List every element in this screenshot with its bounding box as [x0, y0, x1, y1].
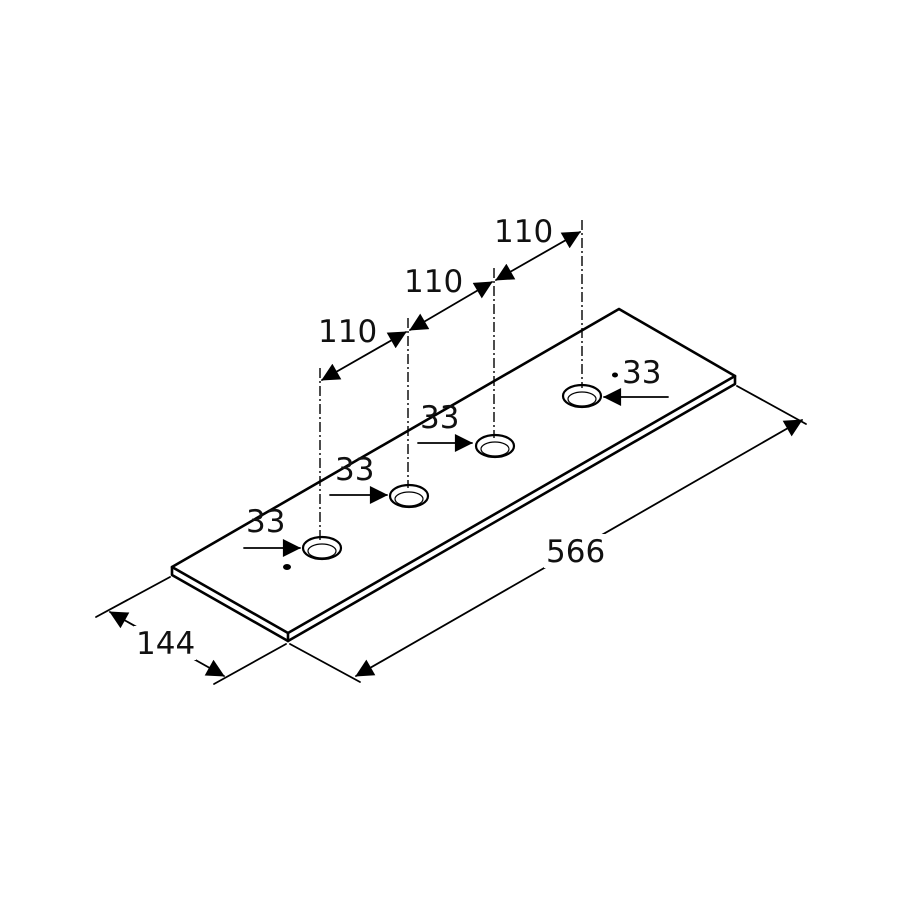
plate [170, 307, 737, 643]
width-ext-left [95, 576, 171, 618]
diameter-4-label: 33 [622, 355, 661, 391]
length-ext-right [736, 385, 807, 425]
spacing-1-dim-line [321, 331, 407, 381]
spacing-3-label: 110 [494, 214, 553, 250]
diameter-2-label: 33 [335, 452, 374, 488]
length-label: 566 [546, 534, 605, 570]
spacing-2-label: 110 [404, 264, 463, 300]
length-ext-left [289, 643, 361, 683]
hole-2 [388, 483, 430, 509]
diameter-1-label: 33 [246, 504, 285, 540]
length-dimension: 566 [289, 385, 807, 683]
diameter-3-label: 33 [420, 400, 459, 436]
spacing-2-dim-line [409, 281, 493, 331]
hole-1 [301, 535, 343, 561]
spacing-1-label: 110 [318, 314, 377, 350]
width-dimension: 144 [95, 576, 287, 685]
spacing-dimensions: 110 110 110 [318, 214, 581, 381]
hole-3 [474, 433, 516, 459]
small-hole-right [612, 372, 618, 378]
center-lines [319, 220, 583, 540]
width-label: 144 [136, 626, 195, 662]
hole-4 [561, 383, 603, 409]
width-ext-right [213, 643, 287, 685]
spacing-3-dim-line [495, 231, 581, 281]
small-hole-left [283, 564, 291, 570]
